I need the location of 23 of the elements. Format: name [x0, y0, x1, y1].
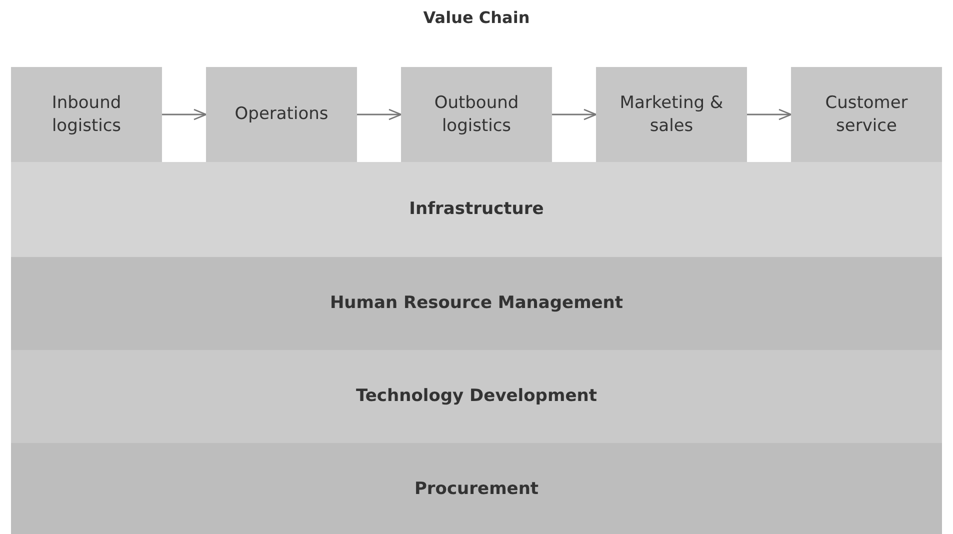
- node-label: Marketing & sales: [618, 92, 724, 138]
- node-label: Customer service: [824, 92, 909, 138]
- activity-box: [596, 67, 747, 162]
- support-band: [11, 162, 942, 257]
- arrow: [552, 108, 597, 120]
- diagram-title: Value Chain: [423, 8, 530, 27]
- activity-box: [791, 67, 942, 162]
- arrow: [357, 108, 402, 120]
- node-label: Operations: [234, 103, 328, 126]
- activity-box: [401, 67, 552, 162]
- node-label: Human Resource Management: [330, 292, 624, 315]
- node-label: Technology Development: [356, 385, 597, 408]
- arrow: [162, 108, 207, 120]
- activity-box: [206, 67, 357, 162]
- support-band: [11, 257, 942, 350]
- node-label: Inbound logistics: [50, 92, 122, 138]
- node-label: Outbound logistics: [433, 92, 520, 138]
- support-band: [11, 350, 942, 443]
- node-label: Procurement: [414, 478, 539, 500]
- node-label: Infrastructure: [409, 198, 544, 221]
- support-band: [11, 443, 942, 534]
- arrow: [747, 108, 792, 120]
- activity-box: [11, 67, 162, 162]
